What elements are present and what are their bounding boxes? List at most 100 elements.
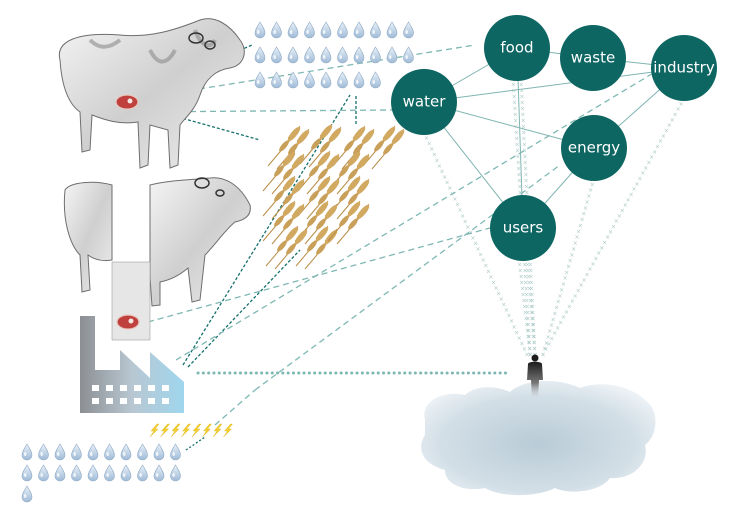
water-drop-icon xyxy=(320,71,332,89)
cross-mark: × xyxy=(523,274,528,281)
cross-mark: × xyxy=(427,141,432,148)
water-drop-icon xyxy=(254,21,266,39)
cloud-illustration xyxy=(421,354,656,496)
cross-mark: × xyxy=(561,281,566,288)
cross-mark: × xyxy=(527,286,532,293)
cross-mark: × xyxy=(516,160,521,167)
cross-mark: × xyxy=(588,187,593,194)
cross-mark: × xyxy=(519,82,524,89)
cross-mark: × xyxy=(523,316,528,323)
water-drop-icon xyxy=(170,443,181,461)
cross-mark: × xyxy=(611,224,616,231)
cross-mark: × xyxy=(512,100,517,107)
cross-mark: × xyxy=(532,334,537,341)
cross-mark: × xyxy=(590,181,595,188)
lightning-bolt-icon xyxy=(149,423,160,438)
cross-mark: × xyxy=(561,314,566,321)
cross-mark: × xyxy=(528,298,533,305)
cross-mark: × xyxy=(476,246,481,253)
cross-mark: × xyxy=(646,160,651,167)
cross-mark: × xyxy=(586,193,591,200)
cross-mark: × xyxy=(532,340,537,347)
cross-mark: × xyxy=(547,328,552,335)
cross-mark: × xyxy=(531,334,536,341)
cross-mark: × xyxy=(523,166,528,173)
cross-mark: × xyxy=(504,307,509,314)
cross-mark: × xyxy=(531,322,536,329)
water-drop-icon xyxy=(287,46,299,64)
cross-mark: × xyxy=(470,235,475,242)
cross-mark: × xyxy=(525,304,530,311)
cross-mark: × xyxy=(599,245,604,252)
cross-mark: × xyxy=(673,112,678,119)
cross-mark: × xyxy=(494,285,499,292)
node-users[interactable]: users xyxy=(490,195,556,261)
node-label-users: users xyxy=(503,219,544,237)
cross-mark: × xyxy=(525,328,530,335)
cross-mark: × xyxy=(608,229,613,236)
cross-mark: × xyxy=(515,148,520,155)
node-water[interactable]: water xyxy=(391,69,457,135)
cross-mark: × xyxy=(513,118,518,125)
node-food[interactable]: food xyxy=(484,15,550,81)
cross-mark: × xyxy=(637,176,642,183)
cross-mark: × xyxy=(652,149,657,156)
water-drop-icon xyxy=(21,485,33,503)
node-industry[interactable]: industry xyxy=(651,35,717,101)
cross-mark: × xyxy=(602,240,607,247)
cross-mark: × xyxy=(667,122,672,129)
node-energy[interactable]: energy xyxy=(561,115,627,181)
cross-mark: × xyxy=(521,130,526,137)
water-drop-icon xyxy=(153,443,165,461)
cross-mark: × xyxy=(528,352,533,359)
wheat-illustration xyxy=(262,122,407,270)
nexus-nodes: food waste industry water energy users xyxy=(391,15,717,261)
cross-mark: × xyxy=(524,184,529,191)
cross-mark: × xyxy=(478,252,483,259)
cross-mark: × xyxy=(570,298,575,305)
water-drop-icon xyxy=(137,443,148,461)
cross-mark: × xyxy=(661,133,666,140)
cross-mark: × xyxy=(429,146,434,153)
cross-mark: × xyxy=(522,148,527,155)
water-drop-icon xyxy=(320,46,332,64)
cross-mark: × xyxy=(463,218,468,225)
cross-mark: × xyxy=(530,328,535,335)
cross-mark: × xyxy=(583,205,588,212)
cross-mark: × xyxy=(552,310,557,317)
lightning-bolt-icon xyxy=(181,423,191,438)
cross-mark: × xyxy=(634,181,639,188)
cross-mark: × xyxy=(524,352,529,359)
water-drop-icon xyxy=(54,464,66,482)
water-drop-icon xyxy=(104,464,115,482)
cross-mark: × xyxy=(579,282,584,289)
cross-mark: × xyxy=(483,263,488,270)
water-drop-icon xyxy=(271,46,282,64)
water-drop-icon xyxy=(254,46,266,64)
cross-mark: × xyxy=(542,346,547,353)
water-drop-icon xyxy=(54,443,66,461)
cross-mark: × xyxy=(576,288,581,295)
cross-mark: × xyxy=(593,256,598,263)
cross-mark: × xyxy=(518,268,523,275)
cross-mark: × xyxy=(522,154,527,161)
water-drop-icon xyxy=(21,443,33,461)
water-drop-icon xyxy=(386,46,398,64)
node-waste[interactable]: waste xyxy=(560,25,626,91)
cross-mark: × xyxy=(519,280,524,287)
cross-mark: × xyxy=(549,336,554,343)
cross-mark: × xyxy=(679,101,684,108)
water-drop-icon xyxy=(370,71,381,89)
water-drop-icon xyxy=(353,21,365,39)
cross-mark: × xyxy=(554,305,559,312)
cross-mark: × xyxy=(558,320,563,327)
cross-mark: × xyxy=(524,292,529,299)
cross-mark: × xyxy=(571,246,576,253)
cross-mark: × xyxy=(574,234,579,241)
cross-mark: × xyxy=(529,310,534,317)
cross-mark: × xyxy=(501,302,506,309)
cross-mark: × xyxy=(557,293,562,300)
water-drop-icon xyxy=(304,46,315,64)
cross-mark: × xyxy=(520,286,525,293)
water-drop-icon xyxy=(370,21,381,39)
